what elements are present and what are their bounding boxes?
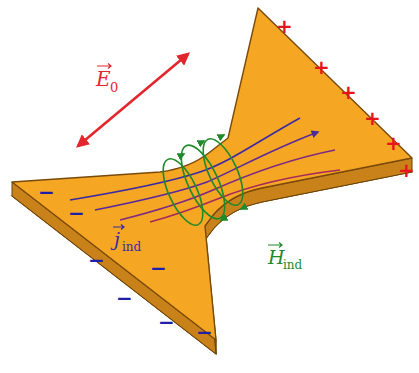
current-lines — [70, 118, 340, 222]
symbol-subscript: ind — [283, 259, 302, 271]
magnetic-field-loops — [155, 133, 251, 230]
vector-accents — [97, 64, 282, 248]
charge-sign: − — [150, 258, 167, 278]
symbol-letter: E — [96, 69, 111, 89]
charge-sign: − — [88, 250, 105, 270]
symbol-subscript: 0 — [110, 81, 118, 94]
charge-sign: + — [313, 57, 330, 77]
symbol-subscript: ind — [122, 241, 141, 253]
charge-sign: + — [385, 133, 402, 153]
symbol-letter: j — [114, 230, 120, 249]
charge-sign: + — [340, 82, 357, 102]
charge-sign: − — [158, 312, 175, 332]
charge-sign: − — [116, 288, 133, 308]
bowtie-top-face — [12, 8, 412, 340]
charge-sign: − — [196, 322, 213, 342]
charge-sign: − — [68, 203, 85, 223]
charge-sign: − — [38, 182, 55, 202]
charge-sign: + — [276, 16, 293, 36]
charge-sign: + — [398, 160, 415, 180]
charge-sign: + — [364, 108, 381, 128]
field-arrow — [78, 54, 188, 146]
symbol-letter: H — [268, 248, 285, 267]
